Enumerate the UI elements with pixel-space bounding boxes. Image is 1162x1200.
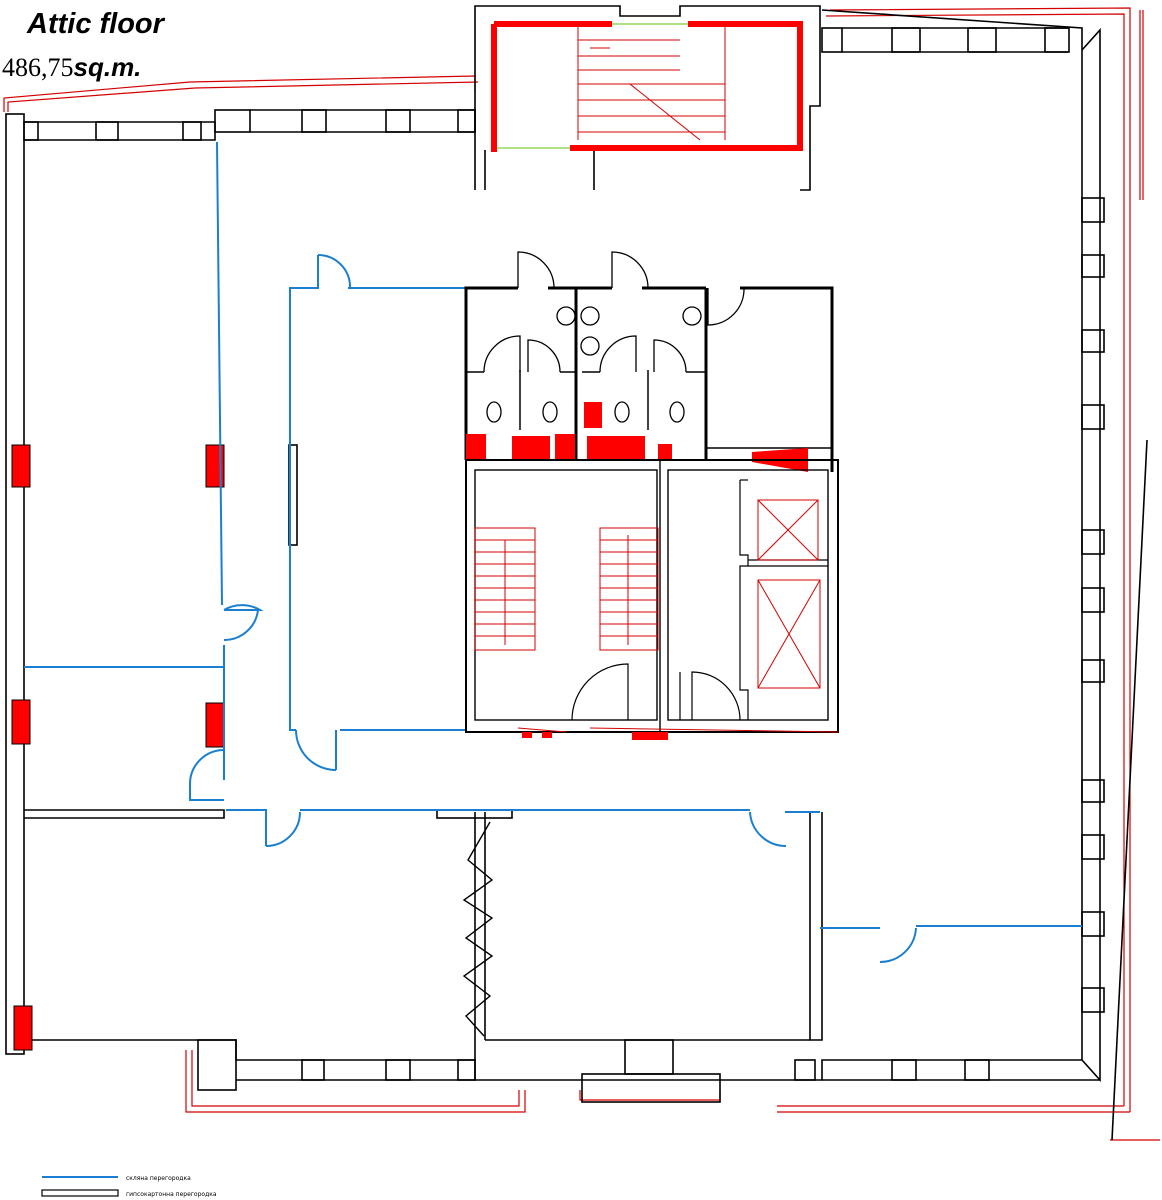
area-unit: sq.m. xyxy=(73,52,142,82)
legend-drywall-swatch xyxy=(41,1189,119,1197)
restroom-core xyxy=(464,251,834,472)
plan-title: Attic floor xyxy=(27,8,164,40)
exterior-walls xyxy=(5,5,1148,1141)
columns xyxy=(11,444,225,1051)
top-stairs xyxy=(491,21,803,152)
legend-drywall-label: гипсокартонна перегородка xyxy=(126,1191,217,1198)
folding-partition xyxy=(462,821,494,1037)
legend-glass-label: склянa перегородка xyxy=(126,1175,191,1182)
floor-area: 486,75sq.m. xyxy=(2,52,141,83)
facade-lines xyxy=(3,7,1160,1141)
area-value: 486,75 xyxy=(2,53,74,82)
legend: склянa перегородка гипсокартонна перегор… xyxy=(41,1175,217,1198)
glass-partitions xyxy=(24,141,1082,964)
stair-elevator-core xyxy=(465,459,839,740)
